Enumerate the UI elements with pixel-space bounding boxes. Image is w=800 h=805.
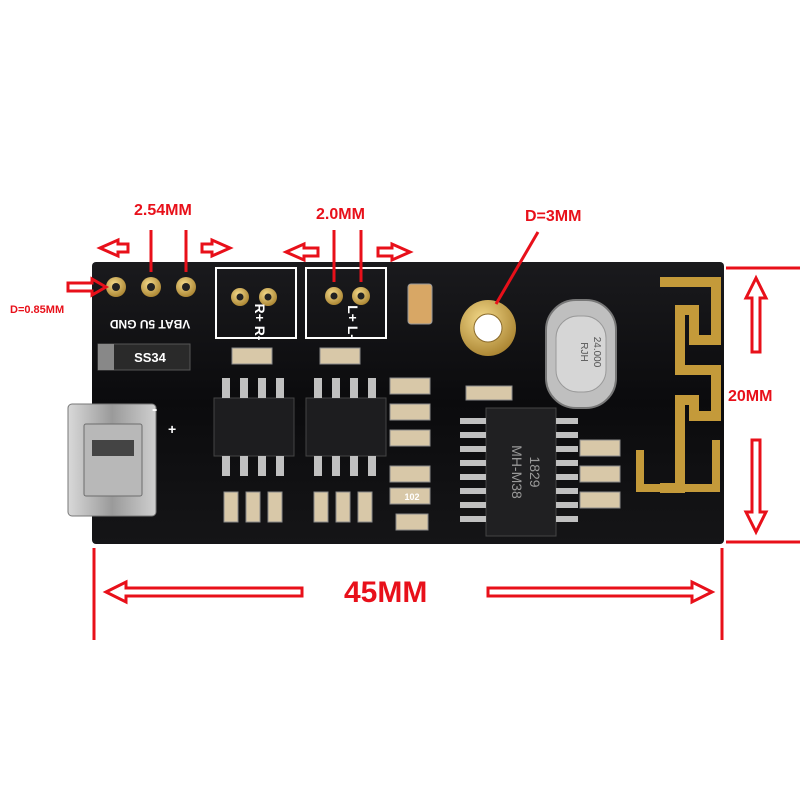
crystal-oscillator: RJH 24.000 <box>545 299 617 409</box>
speaker-pitch-label: 2.0MM <box>316 206 365 223</box>
svg-text:MH-M38: MH-M38 <box>509 445 525 499</box>
amplifier-chip-right <box>213 378 295 476</box>
board-width-label: 45MM <box>344 576 428 609</box>
board-height-label: 20MM <box>728 388 773 405</box>
svg-text:24.000: 24.000 <box>591 337 602 368</box>
amplifier-chip-left <box>305 378 387 476</box>
capacitor <box>407 283 433 325</box>
svg-text:1829: 1829 <box>527 456 543 487</box>
header-pins <box>106 277 196 297</box>
right-channel-label: R+ R- <box>252 304 268 341</box>
hole-diameter-label: D=3MM <box>525 208 582 225</box>
mounting-hole <box>460 300 516 356</box>
bluetooth-chip: MH-M38 1829 <box>460 407 578 537</box>
pcb-antenna <box>660 277 721 493</box>
smd-components <box>223 347 621 531</box>
svg-text:RJH: RJH <box>578 342 589 361</box>
pin-pitch-label: 2.54MM <box>134 202 192 219</box>
svg-text:-: - <box>152 401 157 418</box>
svg-text:SS34: SS34 <box>134 350 167 365</box>
svg-text:+: + <box>168 421 176 437</box>
pin-labels-text: VBAT 5U GND <box>109 317 190 331</box>
resistor-code: 102 <box>404 492 419 502</box>
left-channel-label: L+ L- <box>345 305 361 339</box>
dimension-markers <box>66 230 800 640</box>
pin-diameter-label: D=0.85MM <box>10 304 65 316</box>
